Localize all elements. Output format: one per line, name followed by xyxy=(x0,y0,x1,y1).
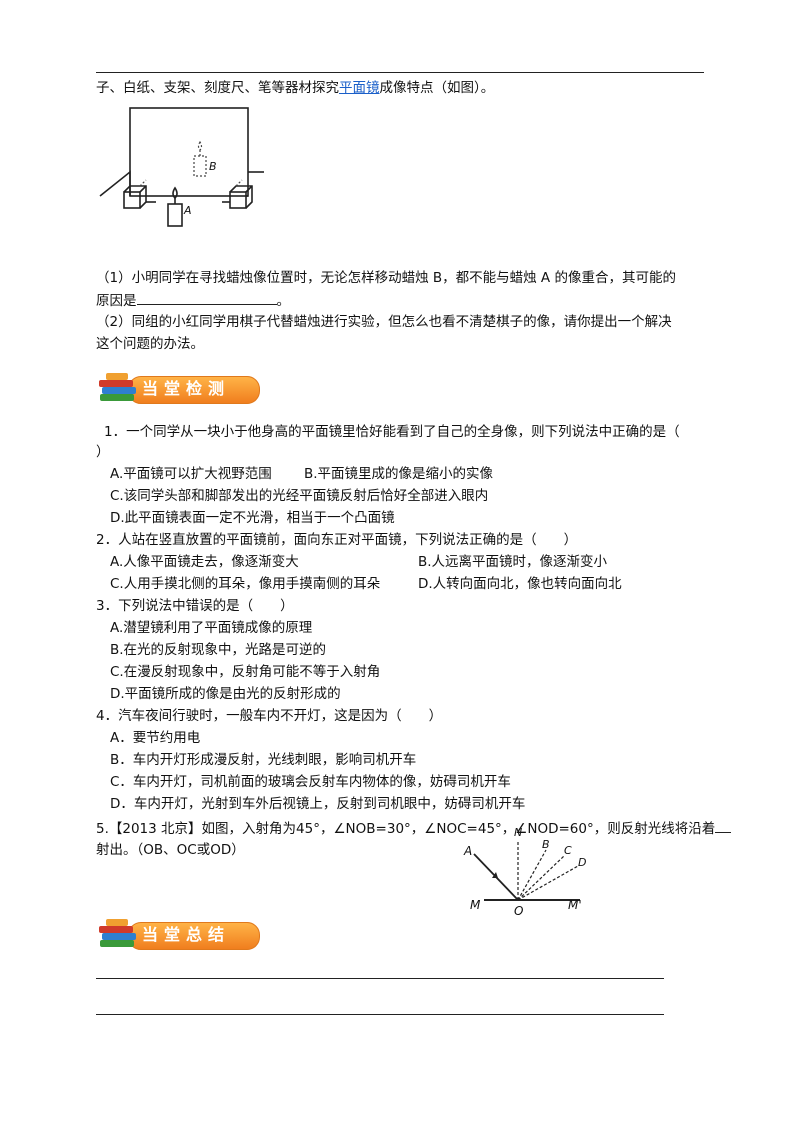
books-icon xyxy=(99,380,133,387)
question-5-stem: 5.【2013 北京】如图，入射角为45°，∠NOB=30°，∠NOC=45°，… xyxy=(96,818,732,839)
subquestion-1-line2: 原因是 。 xyxy=(96,290,290,311)
figure2-label-a: A xyxy=(464,844,473,858)
badge-bar xyxy=(128,922,260,950)
answer-blank[interactable] xyxy=(136,290,277,305)
intro-text-part: 子、白纸、支架、刻度尺、笔等器材探究 xyxy=(96,80,339,96)
figure1-label-b: B xyxy=(209,160,217,173)
books-icon xyxy=(100,394,134,401)
question-3-option-b: B.在光的反射现象中，光路是可逆的 xyxy=(110,642,327,658)
question-3-option-a: A.潜望镜利用了平面镜成像的原理 xyxy=(110,620,313,636)
subquestion-1-prefix: 原因是 xyxy=(96,293,137,309)
question-4-option-a: A．要节约用电 xyxy=(110,730,201,746)
reflection-figure: A N B C D M O M' xyxy=(460,826,600,922)
question-4-option-c: C．车内开灯，司机前面的玻璃会反射车内物体的像，妨碍司机开车 xyxy=(110,774,511,790)
books-icon xyxy=(100,940,134,947)
question-2-stem: 2．人站在竖直放置的平面镜前，面向东正对平面镜，下列说法正确的是（ ） xyxy=(96,532,578,548)
question-1-option-d: D.此平面镜表面一定不光滑，相当于一个凸面镜 xyxy=(110,510,395,526)
books-icon xyxy=(106,919,128,926)
question-3-stem: 3．下列说法中错误的是（ ） xyxy=(96,598,294,614)
question-1-option-c: C.该同学头部和脚部发出的光经平面镜反射后恰好全部进入眼内 xyxy=(110,488,489,504)
plane-mirror-link[interactable]: 平面镜 xyxy=(339,80,380,96)
figure2-label-c: C xyxy=(564,844,572,857)
question-1-stem-cont: ） xyxy=(96,444,110,460)
section-badge-summary: 当堂总结 xyxy=(98,916,260,952)
summary-answer-line[interactable] xyxy=(96,1014,664,1015)
question-5-stem-text: 5.【2013 北京】如图，入射角为45°，∠NOB=30°，∠NOC=45°，… xyxy=(96,821,716,837)
section-badge-check: 当堂检测 xyxy=(98,370,260,406)
books-icon xyxy=(106,373,128,380)
intro-text: 子、白纸、支架、刻度尺、笔等器材探究平面镜成像特点（如图）。 xyxy=(96,78,494,98)
header-rule xyxy=(96,72,704,73)
question-1-option-a: A.平面镜可以扩大视野范围 xyxy=(110,466,272,482)
intro-text-part: 成像特点（如图）。 xyxy=(379,80,495,96)
figure2-label-m-prime: M' xyxy=(568,898,582,912)
question-4-stem: 4．汽车夜间行驶时，一般车内不开灯，这是因为（ ） xyxy=(96,708,443,724)
figure2-label-m: M xyxy=(470,898,481,912)
candle-a xyxy=(167,203,183,227)
books-icon xyxy=(102,933,136,940)
question-4-option-d: D．车内开灯，光射到车外后视镜上，反射到司机眼中，妨碍司机开车 xyxy=(110,796,526,812)
books-icon xyxy=(99,926,133,933)
figure2-label-o: O xyxy=(514,904,524,918)
badge-bar xyxy=(128,376,260,404)
question-3-option-d: D.平面镜所成的像是由光的反射形成的 xyxy=(110,686,341,702)
question-5-stem-cont: 射出。（OB、OC或OD） xyxy=(96,842,245,858)
question-1-option-b: B.平面镜里成的像是缩小的实像 xyxy=(304,466,494,482)
figure1-label-a: A xyxy=(184,204,192,217)
section-title: 当堂总结 xyxy=(142,925,231,944)
figure2-label-d: D xyxy=(578,856,587,869)
subquestion-2-line2: 这个问题的办法。 xyxy=(96,336,204,352)
question-1-stem: 1．一个同学从一块小于他身高的平面镜里恰好能看到了自己的全身像，则下列说法中正确… xyxy=(104,424,680,440)
question-2-option-a: A.人像平面镜走去，像逐渐变大 xyxy=(110,554,299,570)
subquestion-1-suffix: 。 xyxy=(276,293,291,309)
question-2-option-c: C.人用手摸北侧的耳朵，像用手摸南侧的耳朵 xyxy=(110,576,381,592)
section-title: 当堂检测 xyxy=(142,379,231,398)
subquestion-2-line1: （2）同组的小红同学用棋子代替蜡烛进行实验，但怎么也看不清楚棋子的像，请你提出一… xyxy=(96,314,672,330)
figure2-label-n: N xyxy=(514,826,523,839)
question-2-option-b: B.人远离平面镜时，像逐渐变小 xyxy=(418,554,608,570)
glass-plate xyxy=(129,107,249,197)
candle-b xyxy=(193,155,207,177)
question-4-option-b: B．车内开灯形成漫反射，光线刺眼，影响司机开车 xyxy=(110,752,417,768)
books-icon xyxy=(102,387,136,394)
question-2-option-d: D.人转向面向北，像也转向面向北 xyxy=(418,576,622,592)
answer-blank[interactable] xyxy=(715,818,732,833)
subquestion-1-line1: （1）小明同学在寻找蜡烛像位置时，无论怎样移动蜡烛 B，都不能与蜡烛 A 的像重… xyxy=(96,270,676,286)
candle-mirror-figure: A B xyxy=(96,100,266,240)
question-3-option-c: C.在漫反射现象中，反射角可能不等于入射角 xyxy=(110,664,381,680)
figure2-label-b: B xyxy=(542,838,550,851)
summary-answer-line[interactable] xyxy=(96,978,664,979)
